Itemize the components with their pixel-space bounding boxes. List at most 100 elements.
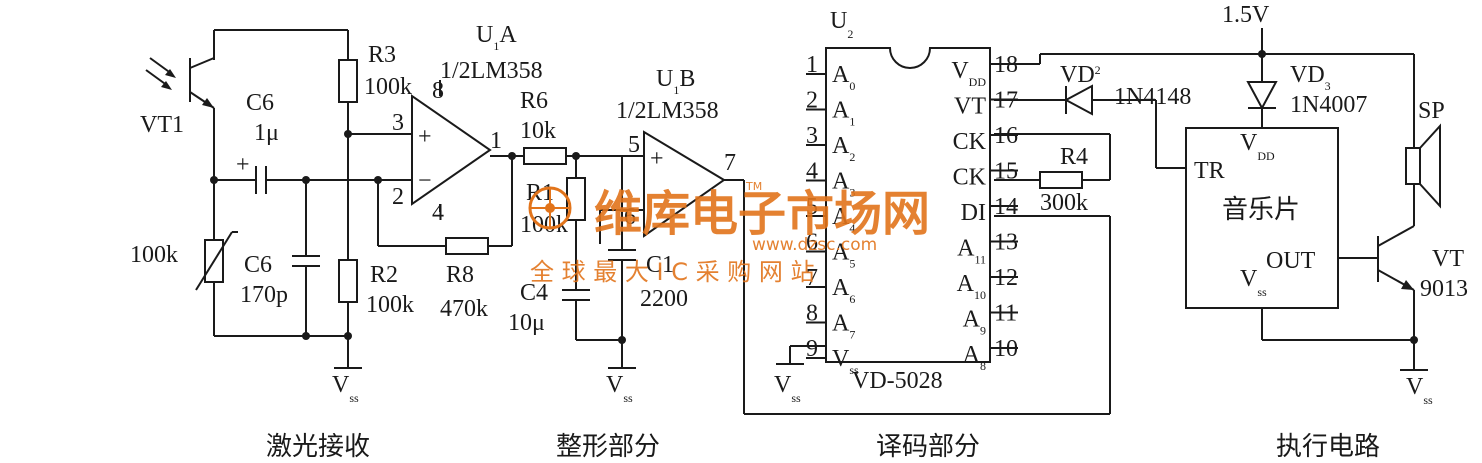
vd2-part: 1N4148 <box>1114 84 1191 110</box>
u2-pin-number: 8 <box>806 301 818 327</box>
laser-receive-section: VT1 + C6 1μ 100k C6 170p R3 100k <box>130 22 543 405</box>
vss-4-label: Vss <box>1406 374 1433 407</box>
u2-pin-number: 1 <box>806 52 818 78</box>
u2-pin-left: 9 Vss <box>806 336 859 377</box>
u2-pin-right: 10 A8 <box>963 336 1018 373</box>
music-chip-out: OUT <box>1266 248 1316 274</box>
u2-pin-number: 14 <box>994 194 1018 220</box>
u2-pin-label: A4 <box>832 204 855 235</box>
u2-pin-number: 4 <box>806 159 818 185</box>
u2-pin-number: 6 <box>806 230 818 256</box>
u2-pin-label: A5 <box>832 240 855 271</box>
u2-pin-number: 10 <box>994 336 1018 362</box>
section-caption-execution: 执行电路 <box>1276 432 1380 462</box>
u2-pin-label: A1 <box>832 98 855 129</box>
c6b-value: 170p <box>240 282 288 308</box>
u2-pin-left: 7 A6 <box>806 265 855 306</box>
c6a-value: 1μ <box>254 120 279 146</box>
u2-pin-number: 13 <box>994 230 1018 256</box>
vt-label: VT <box>1432 246 1464 272</box>
svg-text:3: 3 <box>392 110 404 136</box>
u1a-label: U1A <box>476 22 517 53</box>
u2-pin-right: 12 A10 <box>957 265 1018 302</box>
u2-pin-left: 2 A1 <box>806 88 855 129</box>
watermark: 维库电子市场网 TM www.dzsc.com 全 球 最 大 I C 采 购 … <box>528 180 930 286</box>
u2-pin-number: 9 <box>806 336 818 362</box>
svg-text:8: 8 <box>432 78 444 104</box>
u2-pin-number: 16 <box>994 123 1018 149</box>
u2-pin-number: 3 <box>806 123 818 149</box>
r4-value: 300k <box>1040 190 1088 216</box>
u2-pin-label: A3 <box>832 169 855 200</box>
svg-text:2: 2 <box>392 184 404 210</box>
c6a-label: C6 <box>246 90 274 116</box>
u2-pin-label: A9 <box>963 307 986 338</box>
u2-pin-left: 8 A7 <box>806 301 855 342</box>
svg-text:+: + <box>418 124 432 150</box>
r6-label: R6 <box>520 88 548 114</box>
u2-pin-label: A6 <box>832 275 855 306</box>
svg-text:4: 4 <box>432 200 444 226</box>
c6b-label: C6 <box>244 252 272 278</box>
u2-pin-number: 2 <box>806 88 818 114</box>
r2-label: R2 <box>370 262 398 288</box>
svg-text:+: + <box>650 146 664 172</box>
r6-value: 10k <box>520 118 556 144</box>
u2-pin-left: 4 A3 <box>806 159 855 200</box>
u2-pin-label: A2 <box>832 133 855 164</box>
svg-text:7: 7 <box>724 150 736 176</box>
r4-label: R4 <box>1060 144 1088 170</box>
svg-text:Vss: Vss <box>1240 266 1267 299</box>
r3-label: R3 <box>368 42 396 68</box>
section-caption-shaping: 整形部分 <box>556 432 660 462</box>
r2-value: 100k <box>366 292 414 318</box>
u2-pin-left: 6 A5 <box>806 230 855 271</box>
u1b-part: 1/2LM358 <box>616 98 719 124</box>
u2-part: VD-5028 <box>852 368 943 394</box>
u2-pin-label: Vss <box>832 346 859 377</box>
sp-label: SP <box>1418 98 1445 124</box>
section-caption-laser: 激光接收 <box>266 432 370 462</box>
svg-text:+: + <box>236 152 250 178</box>
vd3-part: 1N4007 <box>1290 92 1367 118</box>
u2-pin-number: 7 <box>806 265 818 291</box>
u2-pin-label: A10 <box>957 271 986 302</box>
u2-pin-label: A8 <box>963 342 986 373</box>
vt1-label: VT1 <box>140 112 184 138</box>
r8-label: R8 <box>446 262 474 288</box>
vss-3-label: Vss <box>774 372 801 405</box>
vss-1-label: Vss <box>332 372 359 405</box>
u2-pin-number: 11 <box>994 301 1017 327</box>
watermark-title: 维库电子市场网 <box>594 186 930 242</box>
c4-label: C4 <box>520 280 548 306</box>
vt-part: 9013 <box>1420 276 1468 302</box>
u1a-part: 1/2LM358 <box>440 58 543 84</box>
section-caption-decoder: 译码部分 <box>876 432 980 462</box>
music-chip-tr: TR <box>1194 158 1225 184</box>
u2-pin-label: VDD <box>951 58 986 89</box>
u2-pin-label: A7 <box>832 311 855 342</box>
u2-pin-number: 12 <box>994 265 1018 291</box>
music-chip-name: 音乐片 <box>1222 195 1300 225</box>
supply-label: 1.5V <box>1222 2 1270 28</box>
svg-text:1: 1 <box>490 128 502 154</box>
vt1-phototransistor <box>145 57 215 109</box>
u2-pin-label: CK <box>953 165 987 191</box>
u2-pin-label: VT <box>954 94 986 120</box>
c1-label: C1 <box>646 252 674 278</box>
vss-2-label: Vss <box>606 372 633 405</box>
r8-value: 470k <box>440 296 488 322</box>
shaping-section: R6 10k R1 100k C4 10μ C1 2200 Vss + 5 6 … <box>490 66 1111 415</box>
vd2-label: VD2 <box>1060 62 1101 88</box>
u2-pin-left: 3 A2 <box>806 123 855 164</box>
